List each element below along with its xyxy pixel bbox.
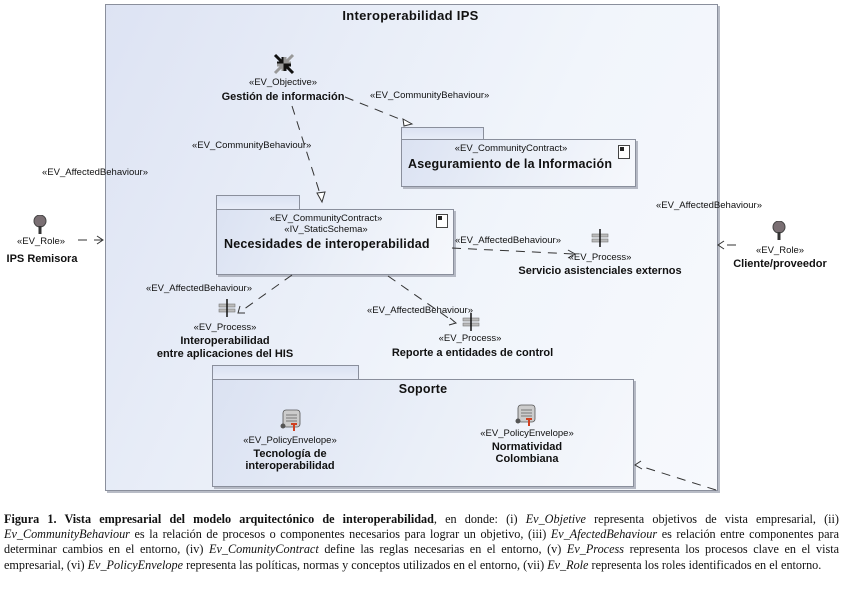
policy2-stereotype: «EV_PolicyEnvelope» <box>480 428 574 439</box>
necesidades-stereotype-2: «IV_StaticSchema» <box>284 224 368 235</box>
role-icon <box>33 214 47 235</box>
relation-label-community-behaviour-1: «EV_CommunityBehaviour» <box>370 90 490 101</box>
caption-term: Ev_CommunityBehaviour <box>4 527 130 542</box>
policy1-name-line1[interactable]: Tecnología de <box>253 448 327 460</box>
relation-label-affected-reporte: «EV_AffectedBehaviour» <box>367 305 473 316</box>
caption-label: Figura 1. Vista empresarial del modelo a… <box>4 512 434 526</box>
soporte-package-tab <box>212 365 359 380</box>
interop-name-line2[interactable]: entre aplicaciones del HIS <box>156 348 294 360</box>
objective-name[interactable]: Gestión de información <box>221 91 345 103</box>
document-icon <box>436 214 448 228</box>
role-right-name[interactable]: Cliente/proveedor <box>733 258 827 270</box>
caption-text: es la relación de procesos o componentes… <box>129 527 551 542</box>
relation-label-affected-interop: «EV_AffectedBehaviour» <box>146 283 252 294</box>
arrow-head-frame-right <box>717 240 725 250</box>
process-icon <box>462 313 480 331</box>
relation-label-affected-servicio: «EV_AffectedBehaviour» <box>455 235 561 246</box>
caption-text: representa objetivos de vista empresaria… <box>585 512 839 526</box>
arrow-head-frame-left <box>96 235 104 245</box>
figure-caption: Figura 1. Vista empresarial del modelo a… <box>4 512 839 573</box>
caption-term: Ev_Role <box>547 557 589 572</box>
relation-label-affected-right: «EV_AffectedBehaviour» <box>656 200 762 211</box>
caption-term: Ev_PolicyEnvelope <box>87 557 184 572</box>
caption-text: es relación entre componentes para deter… <box>4 527 839 557</box>
caption-text: representa los roles identificados en el… <box>588 557 822 572</box>
aseguramiento-name: Aseguramiento de la Información <box>408 157 613 171</box>
soporte-package[interactable] <box>212 379 634 487</box>
servicio-stereotype: «EV_Process» <box>568 252 632 263</box>
aseguramiento-package-tab <box>401 127 484 140</box>
interop-stereotype: «EV_Process» <box>193 322 257 333</box>
soporte-title: Soporte <box>398 382 448 396</box>
objective-stereotype: «EV_Objective» <box>248 77 318 88</box>
role-icon <box>772 220 786 241</box>
necesidades-stereotype-1: «EV_CommunityContract» <box>269 213 383 224</box>
process-icon <box>591 229 609 247</box>
reporte-stereotype: «EV_Process» <box>438 333 502 344</box>
relation-label-community-behaviour-2: «EV_CommunityBehaviour» <box>192 140 312 151</box>
process-icon <box>218 299 236 317</box>
servicio-name[interactable]: Servicio asistenciales externos <box>518 265 682 277</box>
caption-text: define las reglas necesarias en el entor… <box>318 542 567 557</box>
frame-title: Interoperabilidad IPS <box>342 8 479 23</box>
role-left-name[interactable]: IPS Remisora <box>6 253 78 265</box>
caption-text: representa las políticas, normas y conce… <box>183 557 548 572</box>
relation-label-affected-left: «EV_AffectedBehaviour» <box>42 167 148 178</box>
necesidades-package[interactable] <box>216 209 454 275</box>
aseguramiento-stereotype: «EV_CommunityContract» <box>454 143 568 154</box>
caption-text: , en donde: (i) <box>433 512 526 526</box>
caption-term: Ev_ComunityContract <box>209 542 319 557</box>
certificate-icon <box>280 408 302 432</box>
caption-term: Ev_AfectedBehaviour <box>550 527 658 542</box>
role-left-stereotype: «EV_Role» <box>16 236 66 247</box>
role-right-stereotype: «EV_Role» <box>755 245 805 256</box>
document-icon <box>618 145 630 159</box>
reporte-name[interactable]: Reporte a entidades de control <box>391 347 554 359</box>
necesidades-name: Necesidades de interoperabilidad <box>224 237 430 251</box>
objective-icon <box>273 53 295 75</box>
caption-text: representa los procesos clave en el vist… <box>4 542 839 572</box>
caption-term: Ev_Process <box>566 542 624 557</box>
interop-name-line1[interactable]: Interoperabilidad <box>180 335 270 347</box>
caption-term: Ev_Objetive <box>525 512 586 526</box>
policy2-name-line1[interactable]: Normatividad <box>491 441 563 453</box>
necesidades-package-tab <box>216 195 300 210</box>
policy2-name-line2[interactable]: Colombiana <box>495 453 559 465</box>
policy1-stereotype: «EV_PolicyEnvelope» <box>243 435 337 446</box>
policy1-name-line2[interactable]: interoperabilidad <box>245 460 335 472</box>
certificate-icon <box>515 403 537 427</box>
aseguramiento-package[interactable] <box>401 139 636 187</box>
